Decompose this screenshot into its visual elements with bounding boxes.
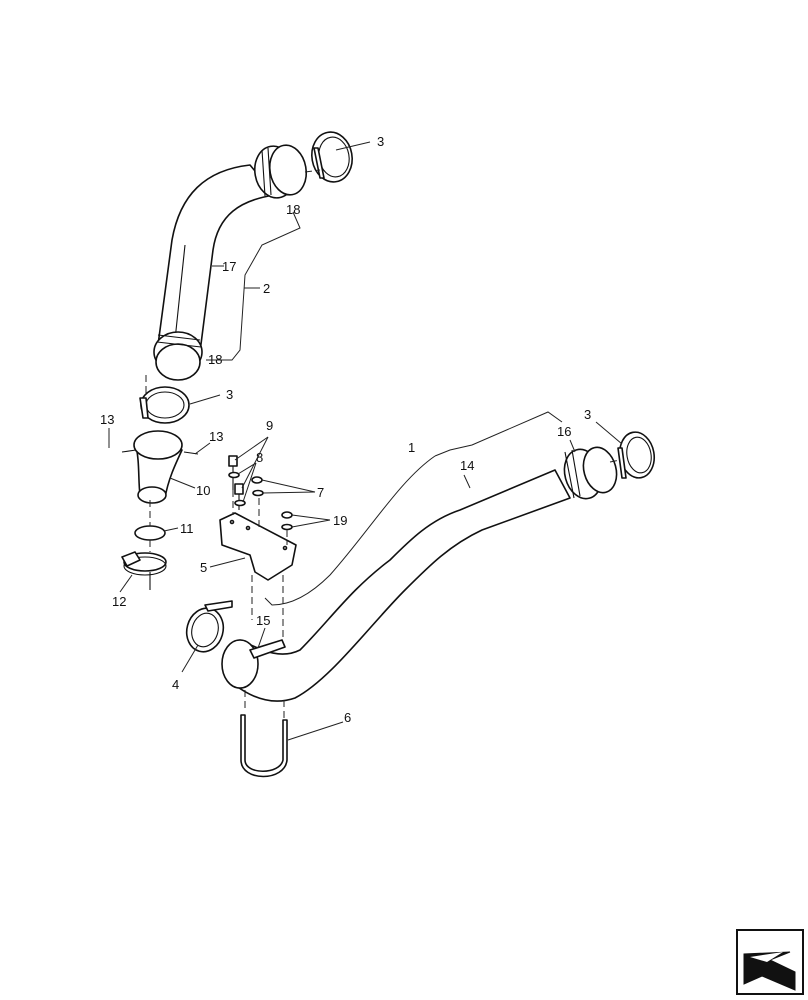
callout-9: 9 xyxy=(266,418,273,433)
callout-1: 1 xyxy=(408,440,415,455)
clamp-middle xyxy=(139,386,190,424)
bracket-hardware xyxy=(228,455,293,531)
upper-hose xyxy=(153,144,308,381)
callout-3-right: 3 xyxy=(584,407,591,422)
callout-2: 2 xyxy=(263,281,270,296)
reducer-elbow xyxy=(121,430,199,504)
clamp-right xyxy=(617,431,656,479)
callout-15: 15 xyxy=(256,613,270,628)
callout-19: 19 xyxy=(333,513,347,528)
callout-3-middle: 3 xyxy=(226,387,233,402)
callout-labels: 3 18 17 2 18 3 13 13 10 11 12 9 8 7 19 5… xyxy=(100,134,591,725)
callout-11: 11 xyxy=(180,521,194,536)
callout-8: 8 xyxy=(256,450,263,465)
leader-lines xyxy=(108,141,623,741)
callout-13-right: 13 xyxy=(209,429,223,444)
band-clamp xyxy=(121,551,167,590)
clamp-top xyxy=(311,131,353,183)
callout-17: 17 xyxy=(222,259,236,274)
callout-18-bottom: 18 xyxy=(208,352,222,367)
callout-6: 6 xyxy=(344,710,351,725)
main-tube xyxy=(221,446,618,702)
o-ring xyxy=(134,525,166,541)
callout-4: 4 xyxy=(172,677,179,692)
callout-14: 14 xyxy=(460,458,474,473)
callout-18-top: 18 xyxy=(286,202,300,217)
callout-10: 10 xyxy=(196,483,210,498)
callout-16: 16 xyxy=(557,424,571,439)
callout-13-left: 13 xyxy=(100,412,114,427)
callout-12: 12 xyxy=(112,594,126,609)
assembly-lines xyxy=(145,169,621,718)
u-bolt xyxy=(240,714,288,778)
clamp-lower-installed xyxy=(249,639,286,659)
clamp-lower xyxy=(185,600,233,653)
callout-5: 5 xyxy=(200,560,207,575)
arrow-icon[interactable] xyxy=(736,929,804,995)
callout-7: 7 xyxy=(317,485,324,500)
mounting-bracket xyxy=(219,512,297,581)
callout-3-top: 3 xyxy=(377,134,384,149)
